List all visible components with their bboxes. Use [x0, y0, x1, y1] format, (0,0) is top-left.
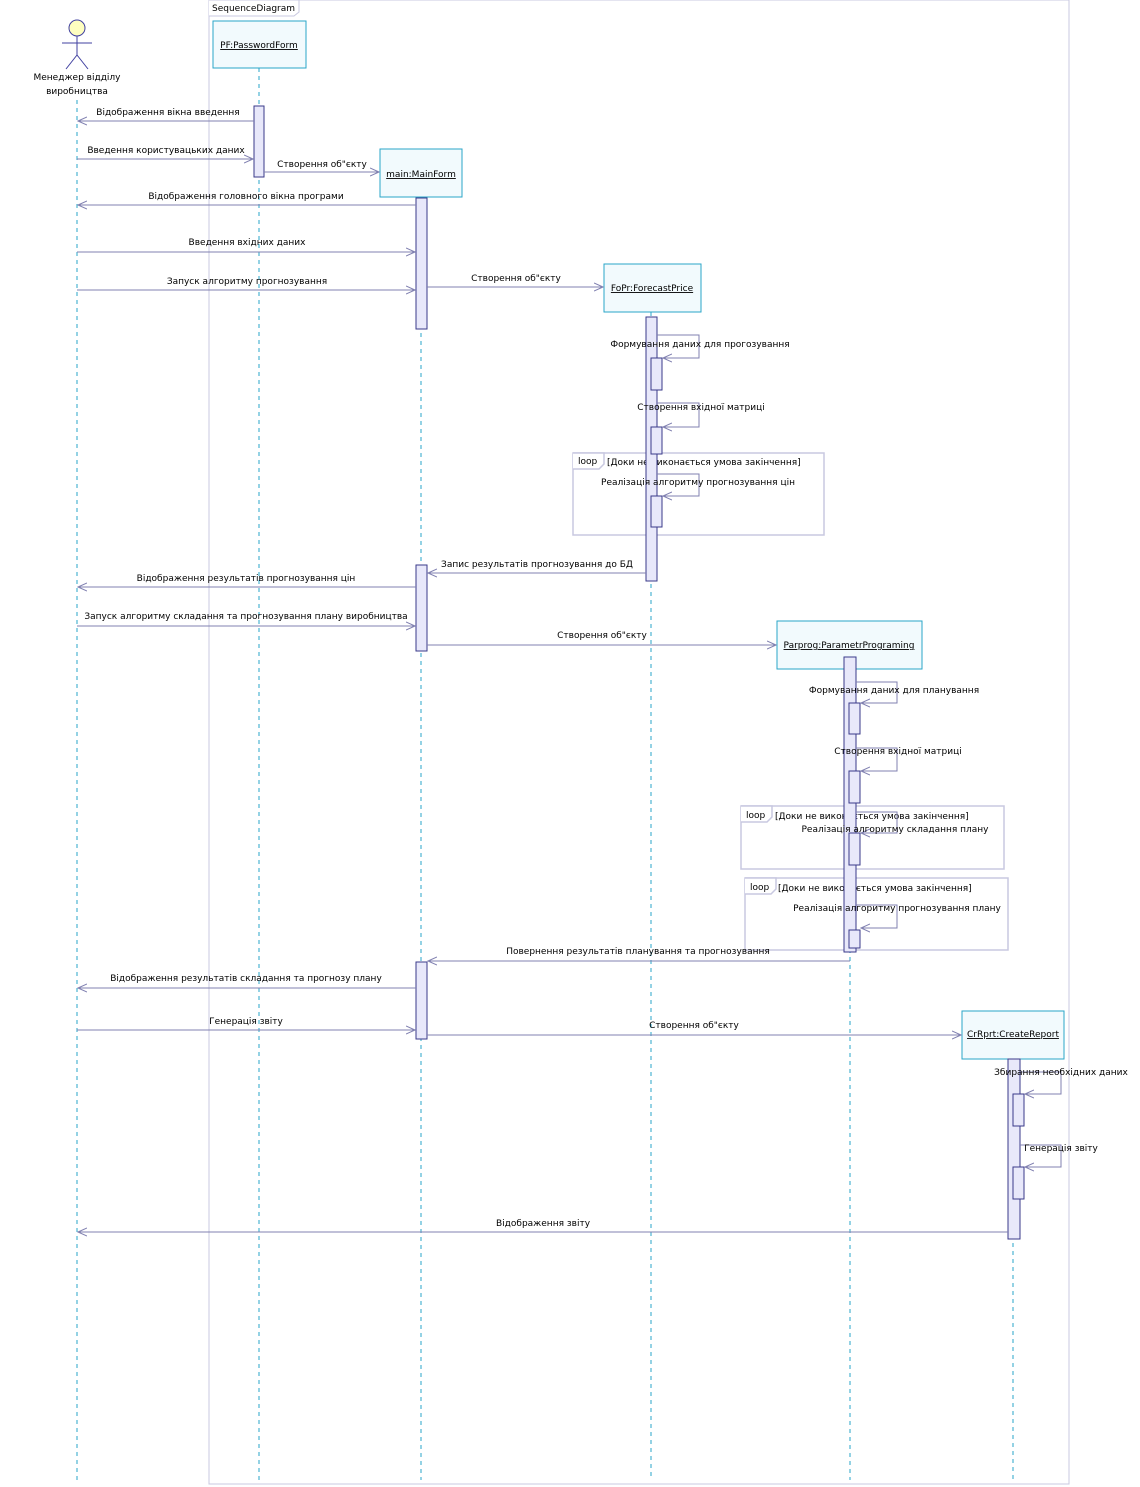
activation-fopr-self-1: [650, 357, 663, 391]
diagram-frame: SequenceDiagram: [208, 0, 1070, 1485]
message-24-arrow: [1020, 1144, 1062, 1167]
activation-crrprt: [1007, 1058, 1021, 1240]
message-20-label: Відображення результатів складання та пр…: [110, 974, 382, 984]
loop-fragment-2-operator: loop: [746, 811, 766, 821]
activation-crrprt-self-1: [1012, 1093, 1025, 1127]
message-10-arrow: [657, 473, 700, 496]
activation-fopr-self-2: [650, 426, 663, 455]
message-11-label: Запис результатів прогнозування до БД: [441, 560, 633, 570]
message-4-label: Відображення головного вікна програми: [148, 192, 344, 202]
activation-parprog-self-3: [848, 832, 861, 866]
message-17-label: Реалізація алгоритму складання плану: [801, 825, 989, 835]
activation-main-2: [415, 564, 428, 652]
loop-fragment-1: loop [Доки не виконається умова закінчен…: [572, 452, 825, 536]
loop-fragment-1-operator: loop: [578, 457, 598, 467]
message-16-label: Створення вхідної матриці: [834, 747, 961, 757]
loop-fragment-3-operator: loop: [750, 883, 770, 893]
object-pf: PF:PasswordForm: [212, 20, 307, 69]
message-1-label: Відображення вікна введення: [96, 108, 239, 118]
message-6-label: Запуск алгоритму прогнозування: [167, 277, 327, 287]
message-lines: [77, 121, 1062, 1232]
message-15-label: Формування даних для планування: [809, 686, 979, 696]
actor-name-line1: Менеджер відділу: [34, 73, 122, 83]
message-14-label: Створення об"єкту: [557, 631, 647, 641]
activations: [253, 105, 1025, 1240]
message-2-label: Введення користувацьких даних: [87, 146, 245, 156]
actor-manager: Менеджер відділу виробництва: [34, 19, 122, 97]
message-8-label: Формування даних для прогозування: [610, 340, 789, 350]
object-fopr-label: FoPr:ForecastPrice: [611, 284, 694, 294]
loop-fragment-1-guard: [Доки не виконається умова закінчення]: [607, 458, 801, 468]
loop-fragment-3: loop [Доки не виконається умова закінчен…: [744, 877, 1009, 951]
loop-fragment-2: loop [Доки не виконається умова закінчен…: [740, 805, 1005, 870]
message-19-label: Повернення результатів планування та про…: [506, 947, 770, 957]
loop-fragment-3-guard: [Доки не виконається умова закінчення]: [778, 884, 972, 894]
message-18-label: Реалізація алгоритму прогнозування плану: [793, 904, 1001, 914]
message-12-label: Відображення результатів прогнозування ц…: [137, 574, 356, 584]
message-25-label: Відображення звіту: [496, 1219, 591, 1229]
activation-main-1: [415, 197, 428, 330]
object-fopr: FoPr:ForecastPrice: [603, 263, 702, 313]
activation-parprog-self-4: [848, 929, 861, 949]
actor-head-icon: [68, 19, 86, 37]
message-8-arrow: [657, 334, 700, 358]
message-labels: Відображення вікна введення Введення кор…: [84, 108, 1128, 1229]
activation-parprog-self-1: [848, 702, 861, 735]
object-parprog-label: Parprog:ParametrPrograming: [784, 641, 915, 651]
message-17-arrow: [856, 811, 898, 833]
activation-fopr-self-3: [650, 495, 663, 528]
message-9-label: Створення вхідної матриці: [637, 403, 764, 413]
message-21-label: Генерація звіту: [209, 1017, 283, 1027]
activation-pf: [253, 105, 265, 178]
message-9-arrow: [657, 402, 700, 427]
object-main-label: main:MainForm: [386, 170, 456, 180]
message-23-label: Збирання необхідних даних: [994, 1068, 1128, 1078]
activation-crrprt-self-2: [1012, 1166, 1025, 1200]
activation-main-3: [415, 961, 428, 1040]
message-7-label: Створення об"єкту: [471, 274, 561, 284]
message-5-label: Введення вхідних даних: [189, 238, 307, 248]
object-crrprt-label: CrRprt:CreateReport: [967, 1030, 1059, 1040]
message-23-arrow: [1020, 1071, 1062, 1094]
message-10-label: Реалізація алгоритму прогнозування цін: [601, 478, 795, 488]
loop-fragment-2-guard: [Доки не виконається умова закінчення]: [775, 812, 969, 822]
message-16-arrow: [856, 747, 898, 771]
message-24-label: Генерація звіту: [1024, 1144, 1098, 1154]
object-pf-label: PF:PasswordForm: [220, 41, 298, 51]
message-15-arrow: [856, 681, 898, 703]
frame-title: SequenceDiagram: [212, 4, 295, 14]
message-13-label: Запуск алгоритму складання та прогнозува…: [84, 612, 407, 622]
message-18-arrow: [856, 904, 898, 928]
object-crrprt: CrRprt:CreateReport: [961, 1010, 1065, 1060]
message-22-label: Створення об"єкту: [649, 1021, 739, 1031]
activation-parprog-self-2: [848, 770, 861, 804]
object-main: main:MainForm: [379, 148, 463, 198]
message-3-label: Створення об"єкту: [277, 160, 367, 170]
actor-name-line2: виробництва: [46, 87, 108, 97]
